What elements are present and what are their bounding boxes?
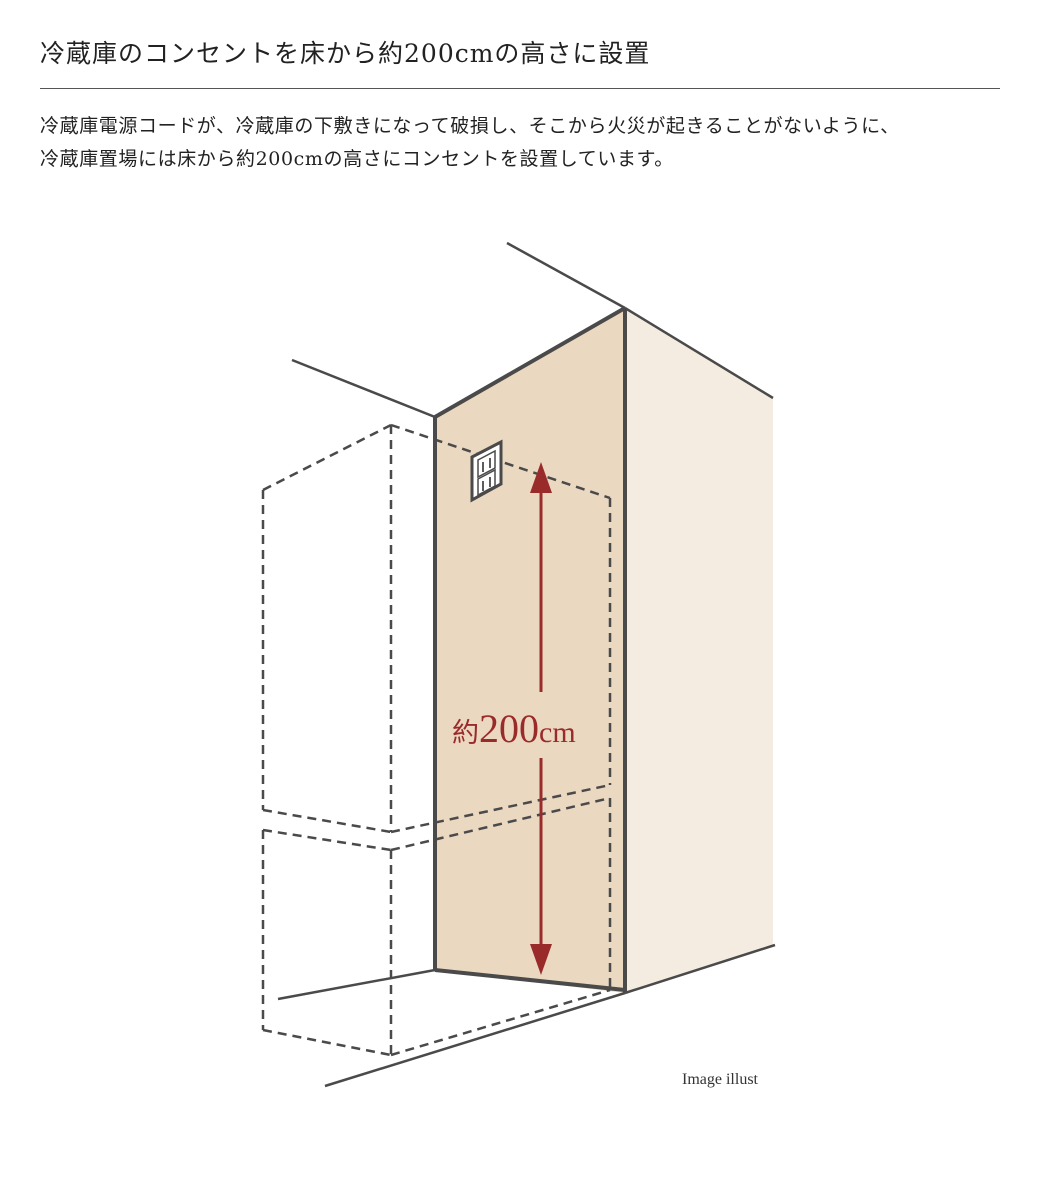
measurement-prefix: 約 — [452, 718, 479, 749]
arrow-head-up — [530, 462, 552, 493]
side-wall — [625, 308, 773, 993]
refrigerator-outline — [261, 423, 612, 1057]
arrow-head-down — [530, 944, 552, 975]
description: 冷蔵庫電源コードが、冷蔵庫の下敷きになって破損し、そこから火災が起きることがない… — [40, 110, 1005, 176]
room-lines — [277, 241, 776, 1088]
front-wall-border — [433, 306, 627, 993]
title-divider — [40, 88, 1000, 89]
front-wall — [435, 308, 625, 993]
description-line-2: 冷蔵庫置場には床から約200cmの高さにコンセントを設置しています。 — [40, 148, 674, 170]
height-measurement-label: 約200cm — [452, 705, 632, 753]
height-arrow — [530, 462, 552, 975]
page-title: 冷蔵庫のコンセントを床から約200cmの高さに設置 — [40, 39, 651, 68]
image-caption: Image illust — [682, 1071, 758, 1088]
electrical-outlet-icon — [470, 439, 503, 503]
measurement-unit: cm — [539, 716, 576, 749]
measurement-value: 200 — [479, 706, 539, 751]
description-line-1: 冷蔵庫電源コードが、冷蔵庫の下敷きになって破損し、そこから火災が起きることがない… — [40, 115, 900, 137]
